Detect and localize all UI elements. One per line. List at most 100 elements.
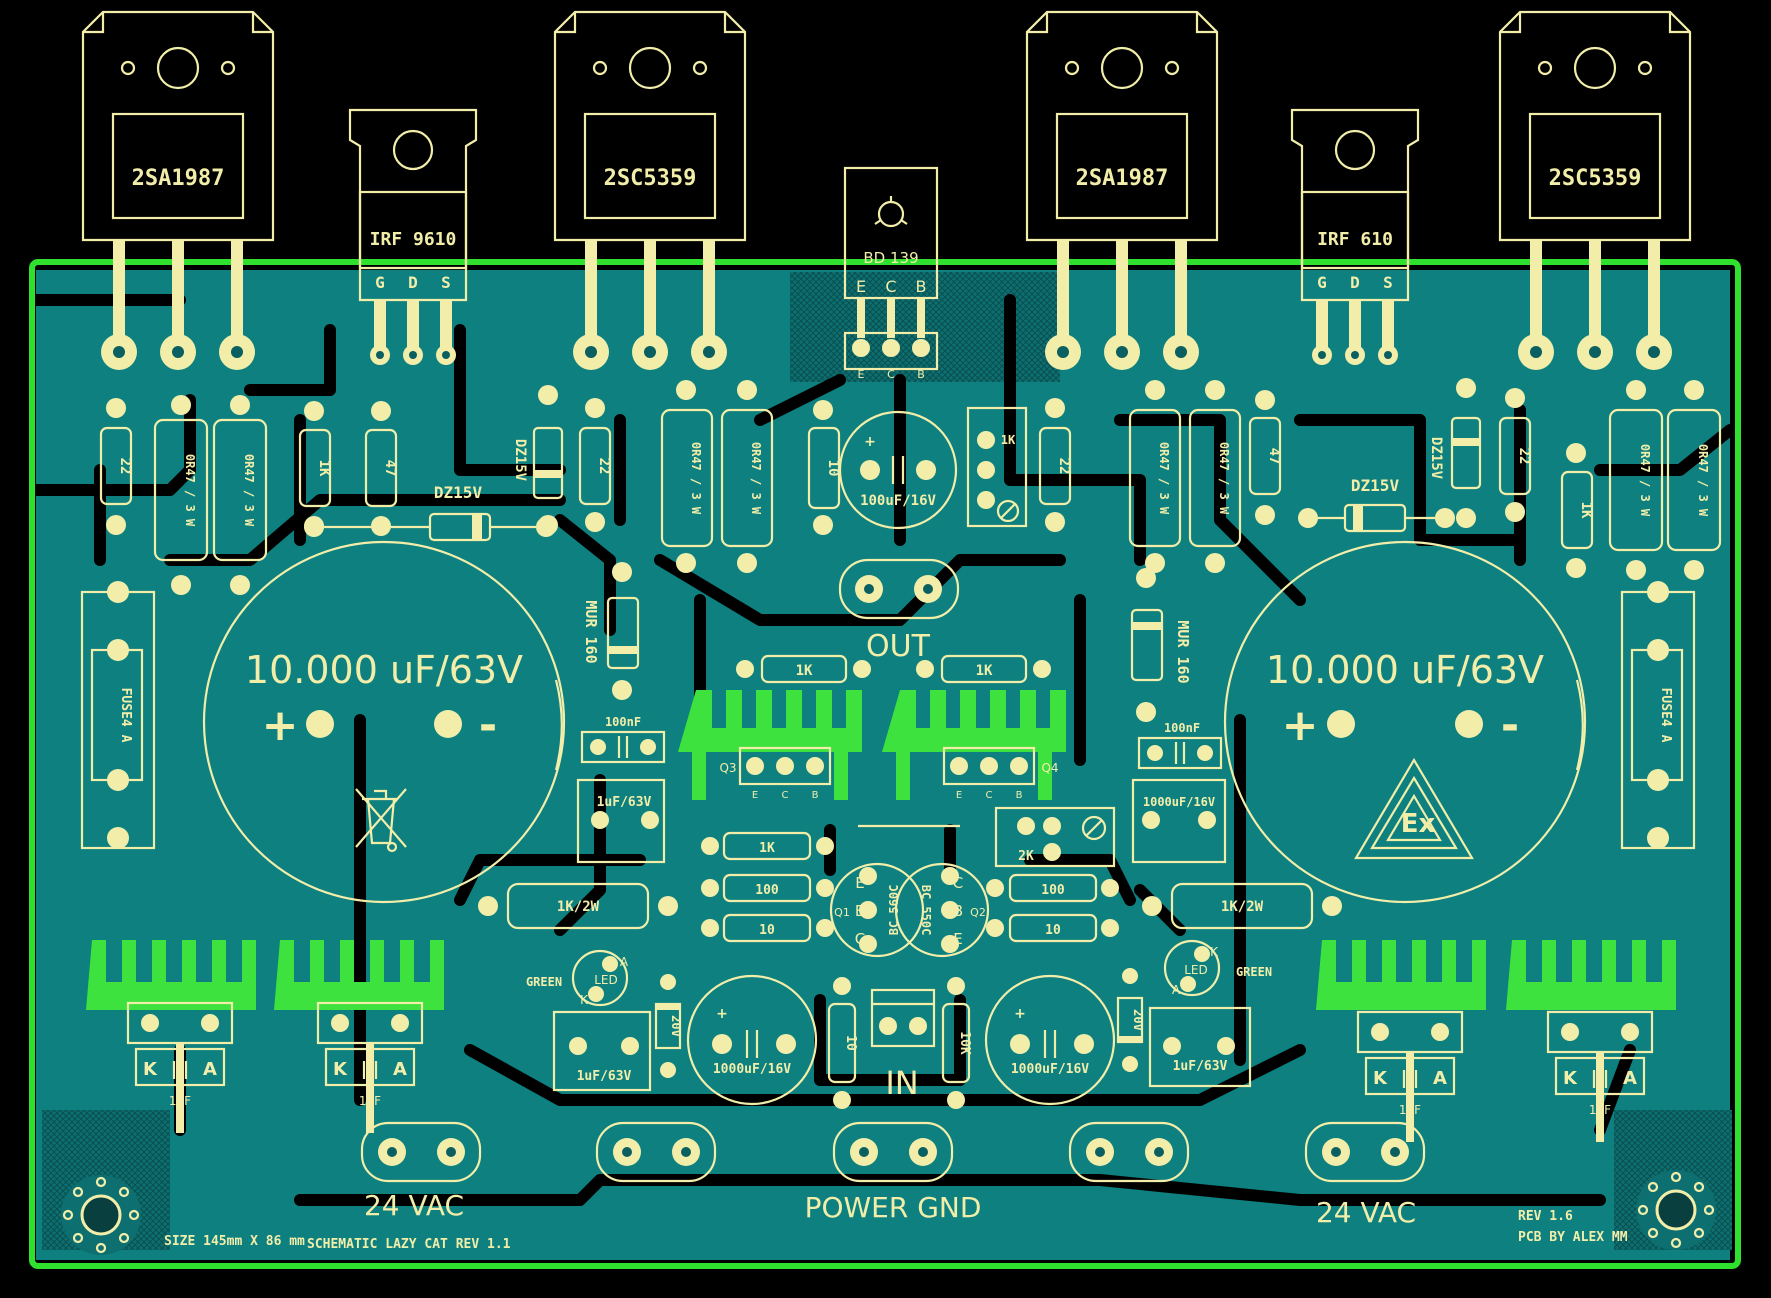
terminal-vac-left[interactable]: 24 VAC — [360, 1121, 482, 1222]
mosfet-1-pin-d: D — [408, 273, 418, 292]
diode-mur-right: MUR 160 — [1130, 568, 1192, 722]
connector-out[interactable]: OUT — [838, 558, 960, 664]
cap-100u: + 100uF/16V — [838, 410, 958, 530]
rect4-cap: 1nF — [1589, 1103, 1611, 1117]
terminal-gnd-3[interactable] — [1068, 1121, 1190, 1183]
res-1k2w-left: 1K/2W — [478, 882, 678, 930]
res-100-r: 100 — [986, 873, 1119, 903]
res-or47-3: 0R47 / 3 W — [689, 442, 703, 515]
res-10-l-label: 10 — [759, 923, 775, 938]
cap-1000-right: + 1000uF/16V — [984, 974, 1116, 1106]
power-transistor-2-label: 2SC5359 — [604, 166, 697, 191]
trimmer-1k-top: 1K — [966, 406, 1028, 528]
res-or47-4: 0R47 / 3 W — [749, 442, 763, 515]
trimmer-2k-label: 2K — [1018, 849, 1034, 864]
res-1k-q3: 1K — [736, 654, 871, 684]
bias-pin-e: E — [856, 277, 866, 296]
main-cap-right-label: 10.000 uF/63V — [1266, 648, 1544, 692]
cap-1000-top-right: 1000uF/16V — [1131, 778, 1227, 864]
heatsink-rect-1 — [86, 940, 256, 1010]
rect2-cap: 1nF — [359, 1094, 381, 1108]
ex-warning-icon: Ex — [1354, 757, 1474, 860]
terminal-vac-left-label: 24 VAC — [364, 1189, 464, 1222]
q2-pin-c: C — [953, 874, 963, 892]
res-10-top: 10 — [825, 460, 841, 477]
power-transistor-pads — [101, 334, 1672, 370]
terminal-vac-right-label: 24 VAC — [1316, 1196, 1416, 1229]
fuse-right-label: FUSE4 A — [1658, 688, 1673, 743]
diode-mur-left-label: MUR 160 — [582, 600, 600, 663]
res-47-right: 47 — [1266, 448, 1282, 465]
res-1k2w-right-label: 1K/2W — [1221, 899, 1264, 915]
led-right-a: A — [1172, 983, 1181, 997]
trimmer-2k: 2K — [994, 806, 1116, 868]
cap-1u-bottom-right: 1uF/63V — [1148, 1006, 1252, 1088]
res-or47-6: 0R47 / 3 W — [1217, 442, 1231, 515]
led-left: LED A K GREEN — [526, 949, 629, 1007]
led-left-label: LED — [594, 973, 618, 987]
fuse-right: FUSE4 A — [1620, 581, 1696, 850]
main-cap-left-label: 10.000 uF/63V — [245, 648, 523, 692]
led-left-k: K — [580, 993, 589, 1007]
led-left-a: A — [620, 955, 629, 969]
cap-1u-bottom-right-label: 1uF/63V — [1173, 1059, 1228, 1074]
q1-pin-b: B — [855, 902, 865, 920]
cap-1000-right-plus: + — [1014, 1006, 1026, 1022]
zener-left: DZ15V — [304, 483, 556, 542]
rect4-a: A — [1623, 1068, 1637, 1089]
led-right-k: K — [1210, 945, 1219, 959]
zener-vert-right-label: DZ15V — [1428, 437, 1444, 480]
connector-out-label: OUT — [866, 629, 931, 664]
res-1k2w-left-label: 1K/2W — [557, 899, 600, 915]
rect3-k: K — [1373, 1068, 1388, 1089]
res-or47-5: 0R47 / 3 W — [1157, 442, 1171, 515]
zener-left-label: DZ15V — [434, 483, 483, 502]
zener-20v-left-label: 20V — [669, 1015, 683, 1037]
rect1-a: A — [203, 1059, 217, 1080]
zener-right: DZ15V — [1298, 476, 1455, 533]
cap-1u-left: 1uF/63V — [576, 778, 666, 864]
zener-20v-right-label: 20V — [1131, 1009, 1145, 1031]
res-1k-mid-label: 1K — [759, 841, 775, 856]
res-or47-2: 0R47 / 3 W — [242, 454, 256, 527]
cap-100n-right-label: 100nF — [1164, 721, 1200, 735]
res-1k-right: 1K — [1578, 502, 1594, 519]
res-22-mid: 22 — [596, 458, 612, 475]
mosfet-2: IRF 610 G D S — [1290, 108, 1420, 365]
mosfet-1: IRF 9610 G D S — [348, 108, 478, 365]
heatsink-q4 — [882, 690, 1066, 800]
cap-100u-label: 100uF/16V — [860, 493, 936, 509]
q3-label: Q3 — [719, 761, 736, 775]
transistor-q4: Q4 E C B — [942, 746, 1059, 801]
cap-100n-right: 100nF — [1137, 721, 1223, 770]
res-10-bottom: 10 — [827, 977, 858, 1109]
res-or47-1: 0R47 / 3 W — [183, 454, 197, 527]
power-transistor-3: 2SA1987 — [1025, 10, 1219, 350]
q4-pin-e: E — [956, 790, 962, 801]
bias-pad-c: C — [887, 368, 895, 381]
res-10-bottom-label: 10 — [843, 1035, 858, 1051]
zener-20v-right: 20V — [1116, 968, 1145, 1072]
bias-transistor: BD 139 E C B E C B — [843, 166, 939, 381]
heatsink-rect-3 — [1316, 940, 1486, 1010]
res-1k-left: 1K — [316, 460, 332, 477]
terminal-gnd-2[interactable] — [832, 1121, 954, 1183]
terminal-vac-right[interactable]: 24 VAC — [1304, 1121, 1426, 1229]
power-transistor-2: 2SC5359 — [553, 10, 747, 350]
footer-schematic: SCHEMATIC LAZY CAT REV 1.1 — [307, 1237, 511, 1252]
terminal-gnd-1[interactable] — [595, 1121, 717, 1183]
footer-author: PCB BY ALEX MM — [1518, 1230, 1628, 1245]
cap-1000-left-plus: + — [716, 1006, 728, 1022]
rectifier-4: K A 1nF — [1546, 1010, 1654, 1142]
mosfet-1-label: IRF 9610 — [370, 229, 457, 250]
res-1k-q4: 1K — [916, 654, 1051, 684]
cap-100u-plus: + — [864, 434, 876, 450]
res-1k-q3-label: 1K — [796, 663, 813, 679]
cap-100n-left: 100nF — [580, 715, 666, 764]
cap-1000-top-right-label: 1000uF/16V — [1143, 795, 1215, 809]
rect3-cap: 1nF — [1399, 1103, 1421, 1117]
footer-rev: REV 1.6 — [1518, 1209, 1573, 1224]
connector-in[interactable]: IN — [870, 988, 936, 1102]
power-transistor-3-label: 2SA1987 — [1076, 166, 1169, 191]
